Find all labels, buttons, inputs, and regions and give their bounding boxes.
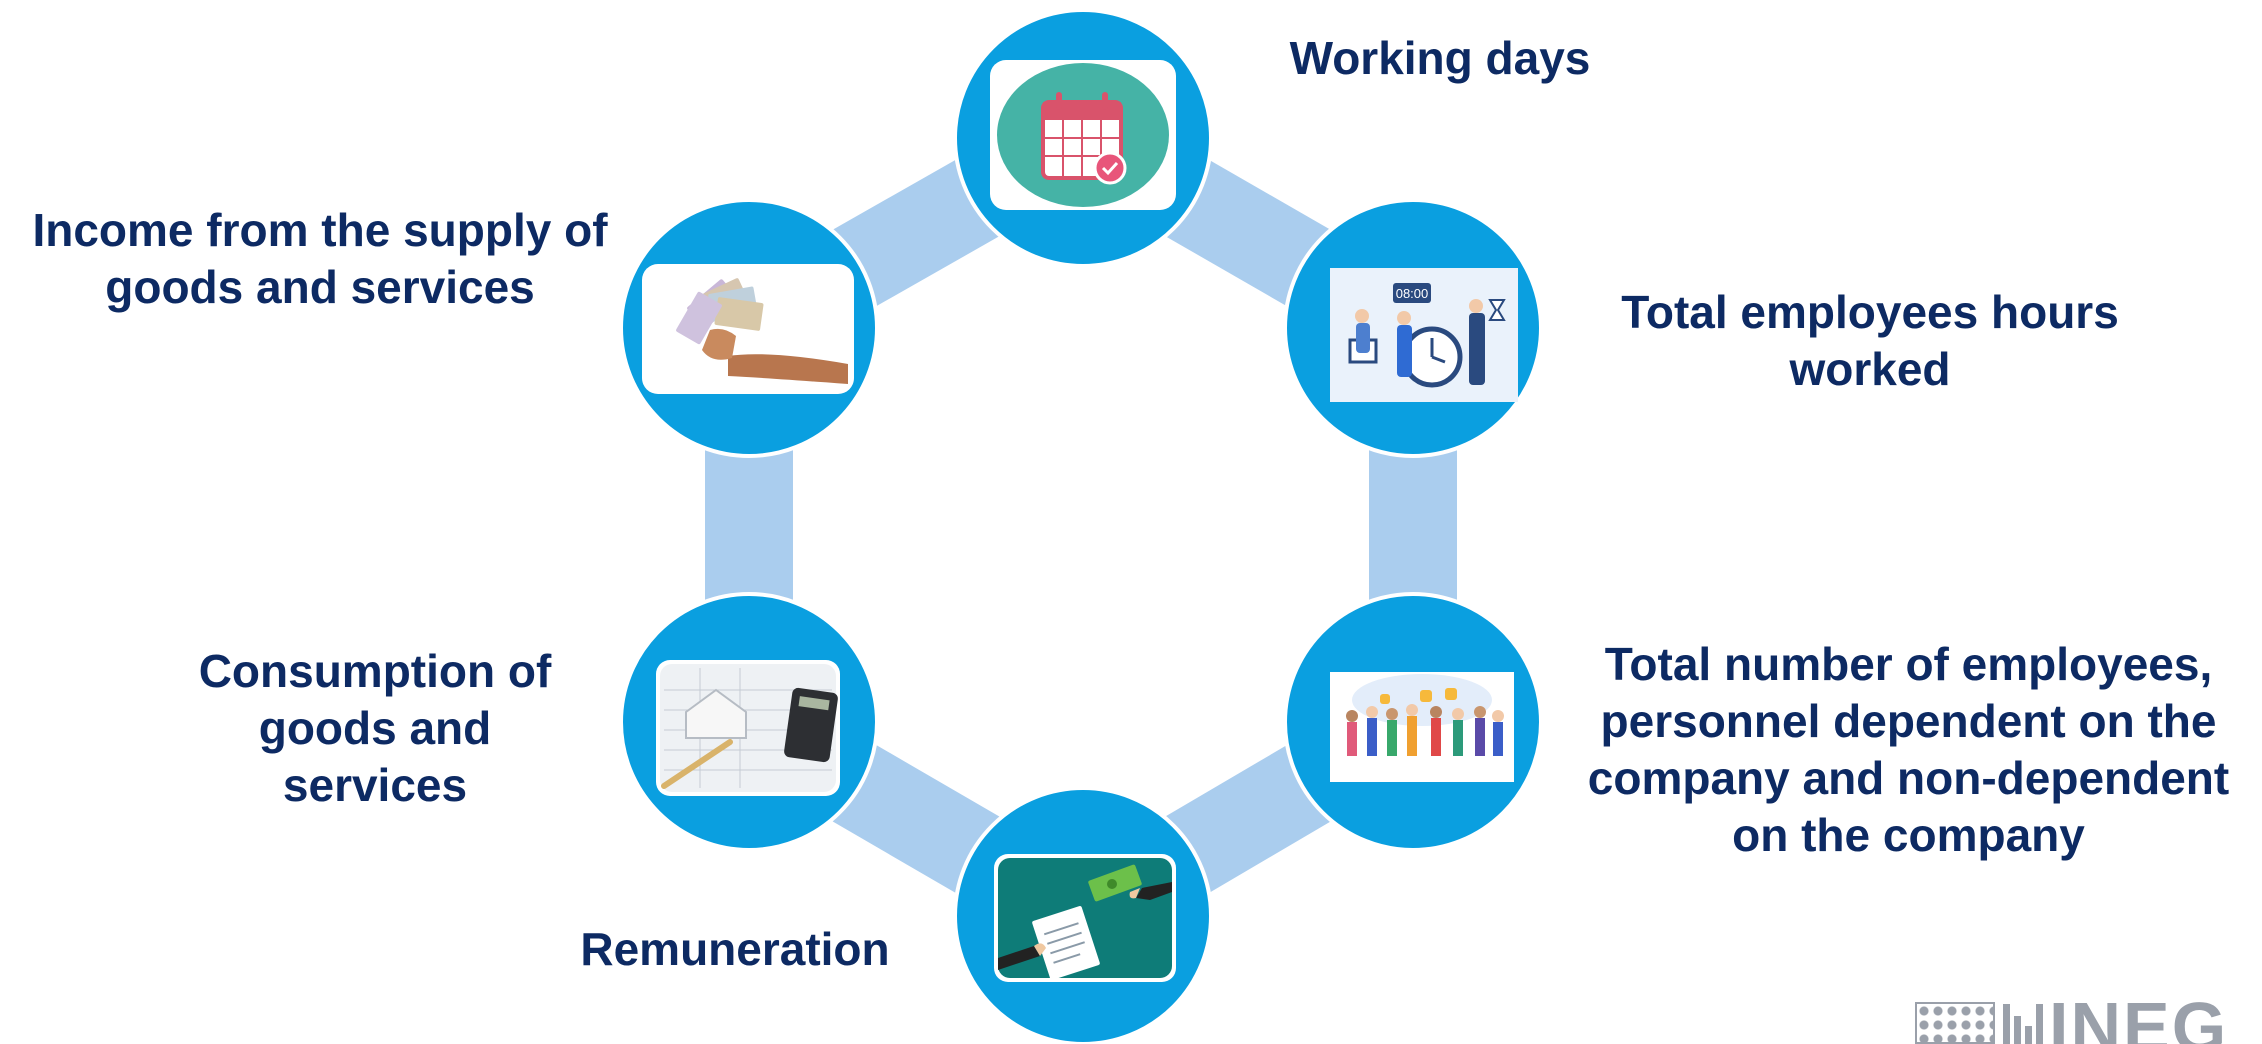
money-hand-icon — [642, 264, 854, 394]
logo-text: INEG — [2049, 990, 2229, 1044]
svg-text:08:00: 08:00 — [1396, 286, 1429, 301]
payment-handoff-icon — [994, 854, 1176, 982]
node-working-days — [953, 8, 1213, 268]
label-remuneration: Remuneration — [580, 923, 890, 975]
label-working-days: Working days — [1289, 32, 1591, 84]
label-income: Income from the supply of goods and serv… — [32, 204, 608, 313]
label-consumption: Consumption of goods and services — [198, 645, 552, 811]
node-remuneration — [953, 786, 1213, 1044]
logo-bars-icon — [2003, 1004, 2043, 1044]
node-consumption — [619, 592, 879, 852]
calculator-house-icon — [656, 660, 840, 796]
calendar-icon — [990, 60, 1176, 210]
node-total-employees — [1283, 592, 1543, 852]
clock-workers-icon: 08:00 — [1330, 268, 1518, 402]
logo-dots-icon — [1915, 1002, 1995, 1044]
node-income — [619, 198, 879, 458]
label-total-employees: Total number of employees, personnel dep… — [1587, 638, 2230, 861]
node-total-hours: 08:00 — [1283, 198, 1543, 458]
label-total-hours: Total employees hours worked — [1621, 286, 2119, 395]
team-thumbs-up-icon — [1330, 672, 1514, 782]
ineg-logo: INEG — [1915, 990, 2262, 1044]
